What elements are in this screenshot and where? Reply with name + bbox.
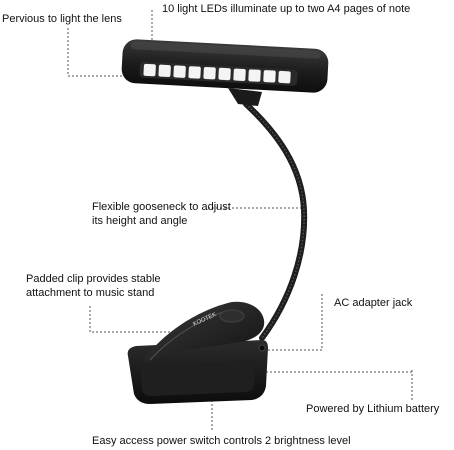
power-switch[interactable] bbox=[219, 309, 245, 323]
callout-gooseneck: Flexible gooseneck to adjust its height … bbox=[92, 200, 231, 228]
callout-clip: Padded clip provides stable attachment t… bbox=[26, 272, 161, 300]
gooseneck-highlight bbox=[245, 103, 305, 339]
led bbox=[278, 70, 291, 84]
clip-jaw-edge bbox=[149, 309, 231, 361]
gooseneck bbox=[243, 101, 308, 341]
leader-line-adapter bbox=[268, 294, 323, 351]
led bbox=[233, 68, 246, 81]
callout-switch: Easy access power switch controls 2 brig… bbox=[92, 435, 351, 447]
head-connector bbox=[228, 88, 262, 106]
led bbox=[143, 63, 156, 77]
leader-line-clip bbox=[89, 306, 172, 333]
led bbox=[263, 70, 276, 83]
adapter-jack bbox=[258, 344, 266, 352]
lamp-head-top bbox=[130, 41, 321, 59]
callout-clip-line-2: attachment to music stand bbox=[26, 287, 155, 299]
led bbox=[188, 66, 201, 79]
led bbox=[158, 64, 171, 78]
led-strip bbox=[139, 61, 298, 86]
leader-lines bbox=[67, 10, 413, 430]
clip-base-face bbox=[140, 360, 256, 396]
callout-leds: 10 light LEDs illuminate up to two A4 pa… bbox=[162, 3, 411, 15]
callout-lens: Pervious to light the lens bbox=[2, 13, 122, 25]
callout-battery: Powered by Lithium battery bbox=[306, 403, 440, 415]
leader-line-lens bbox=[67, 28, 140, 77]
led bbox=[203, 67, 216, 80]
led bbox=[248, 69, 261, 82]
led bbox=[173, 65, 186, 78]
callout-clip-line-1: Padded clip provides stable bbox=[26, 273, 161, 285]
led bbox=[218, 67, 231, 81]
callout-adapter: AC adapter jack bbox=[334, 297, 413, 309]
callout-gooseneck-line-1: Flexible gooseneck to adjust bbox=[92, 201, 231, 213]
callout-gooseneck-line-2: its height and angle bbox=[92, 215, 188, 227]
